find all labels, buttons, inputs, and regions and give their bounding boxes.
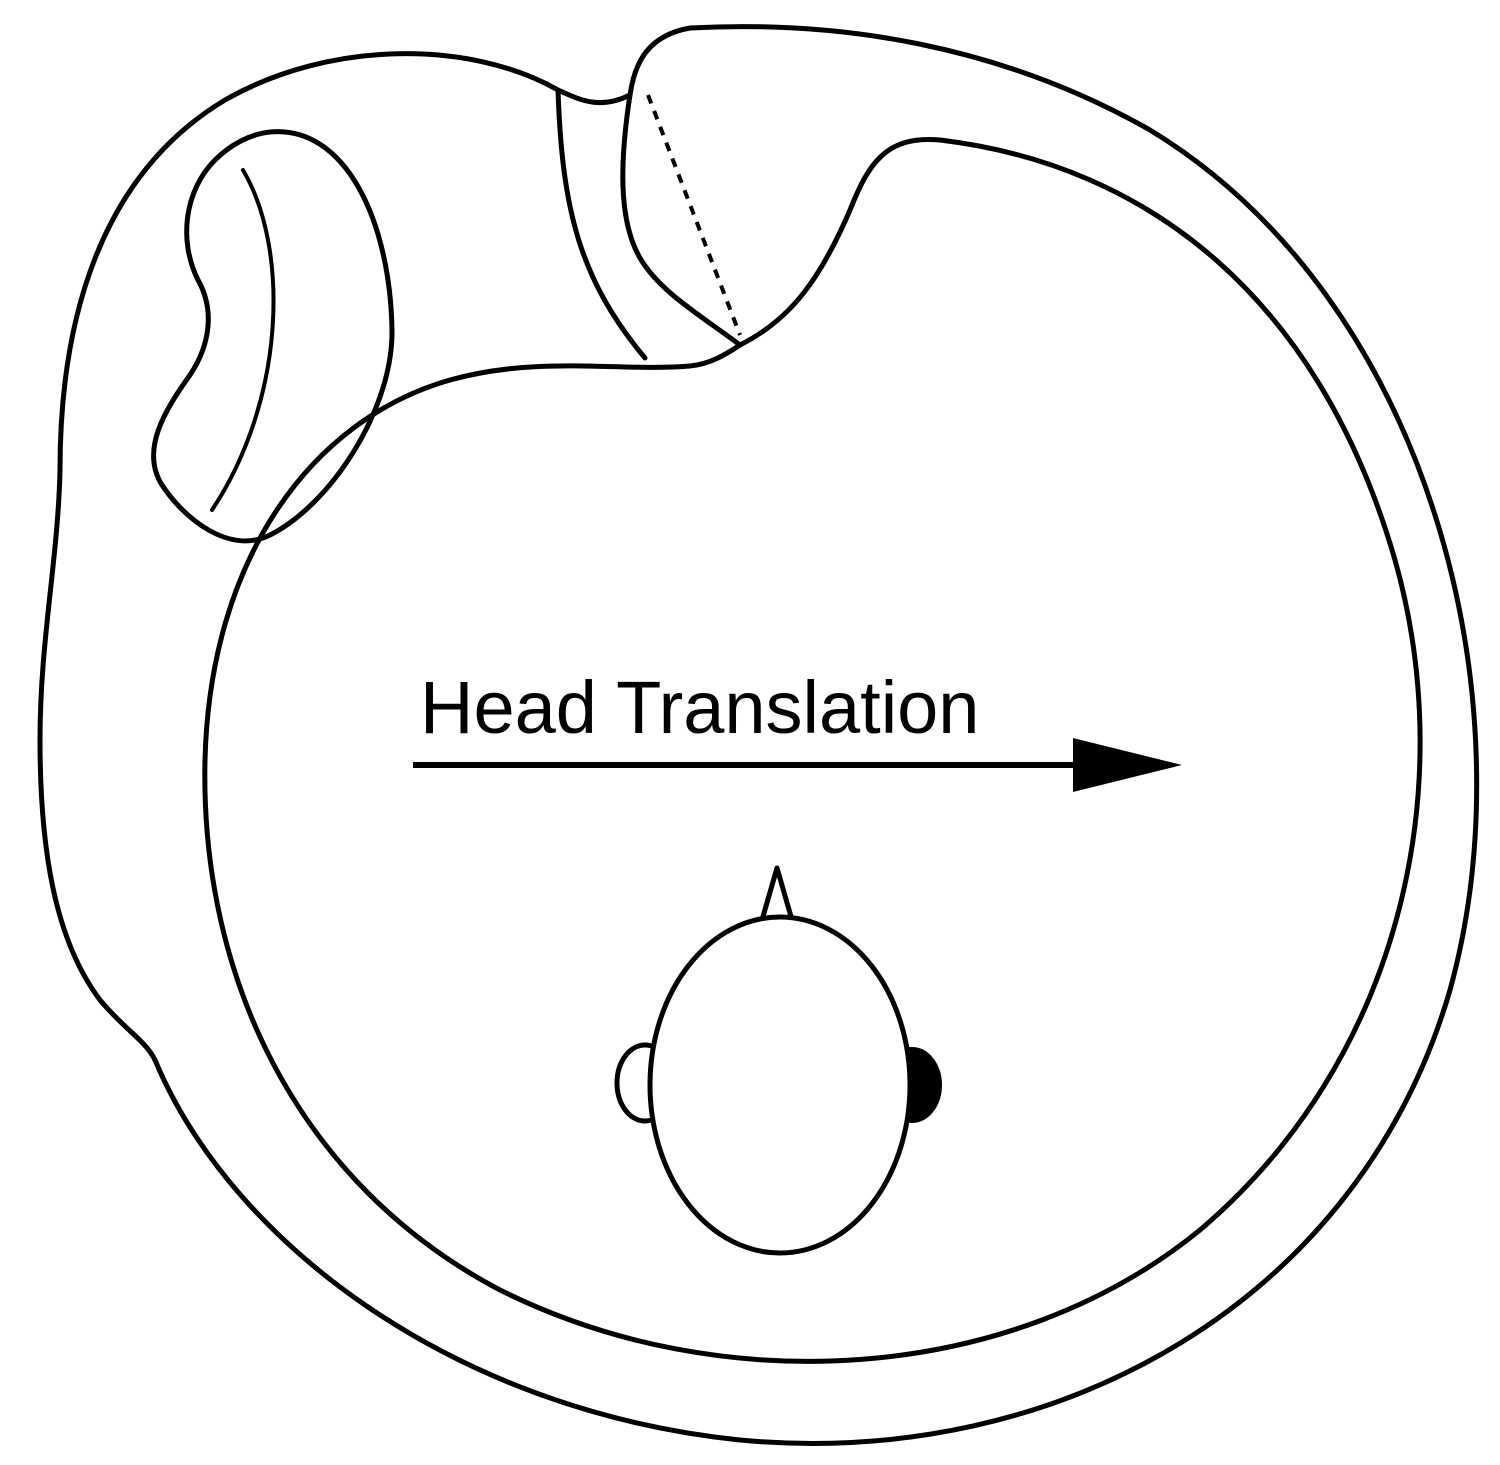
macula-chamber-outline <box>151 129 395 544</box>
canal-duct-left-wall <box>555 87 648 361</box>
arrow-right-icon <box>413 738 1182 792</box>
nose-marker <box>759 865 795 923</box>
head-translation-label: Head Translation <box>420 666 979 749</box>
cupula-dashed-line <box>646 94 742 336</box>
head-top-view-icon <box>614 865 942 1256</box>
outer-labyrinth-outline <box>37 24 1480 1446</box>
macula-striola-line <box>210 168 276 512</box>
head-outline <box>647 914 913 1256</box>
canal-duct-right-wall <box>620 92 743 348</box>
